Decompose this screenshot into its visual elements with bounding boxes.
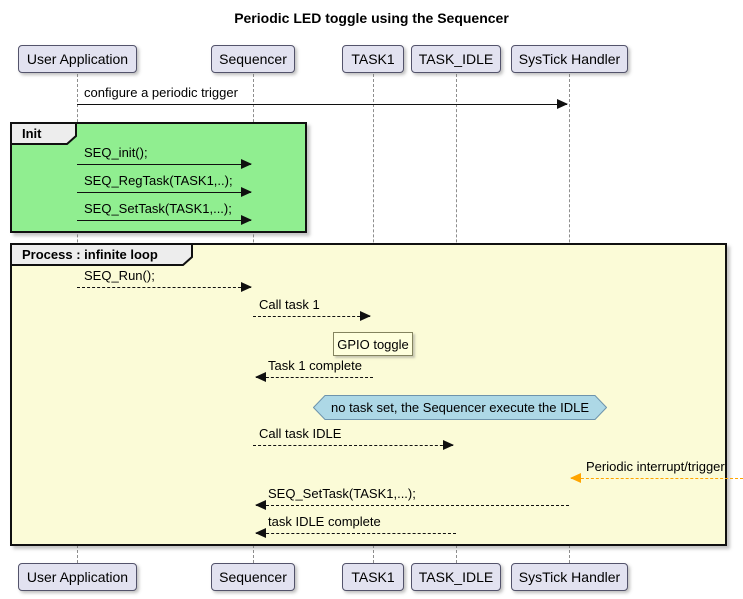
arrowhead-icon [241,187,252,197]
participant-bottom-task1: TASK1 [342,563,404,591]
fragment-label-pentagon-icon [10,122,77,145]
arrowhead-icon [255,372,266,382]
participant-bottom-user-application: User Application [18,563,137,591]
participant-top-task-idle: TASK_IDLE [411,45,501,73]
arrowhead-icon [241,282,252,292]
diagram-title: Periodic LED toggle using the Sequencer [234,10,509,26]
participant-bottom-systick-handler: SysTick Handler [511,563,628,591]
init-fragment-frame: Init [10,122,307,233]
participant-bottom-task-idle: TASK_IDLE [411,563,501,591]
note-no-task-set: no task set, the Sequencer execute the I… [313,395,607,420]
arrowhead-icon [255,500,266,510]
arrowhead-icon [443,440,454,450]
arrowhead-icon [241,159,252,169]
participant-top-systick-handler: SysTick Handler [511,45,628,73]
participant-top-task1: TASK1 [342,45,404,73]
participant-bottom-sequencer: Sequencer [211,563,295,591]
participant-top-sequencer: Sequencer [211,45,295,73]
arrowhead-icon [570,473,581,483]
arrowhead-icon [255,528,266,538]
arrowhead-icon [557,99,568,109]
arrowhead-icon [360,311,371,321]
hexagon-note-icon [313,395,607,420]
process-fragment-label: Process : infinite loop [10,243,194,267]
note-gpio-toggle: GPIO toggle [333,332,413,356]
process-fragment-frame: Process : infinite loop [10,243,727,546]
fragment-label-pentagon-icon [10,243,193,266]
init-fragment-label: Init [10,122,78,146]
participant-top-user-application: User Application [18,45,137,73]
arrowhead-icon [241,215,252,225]
